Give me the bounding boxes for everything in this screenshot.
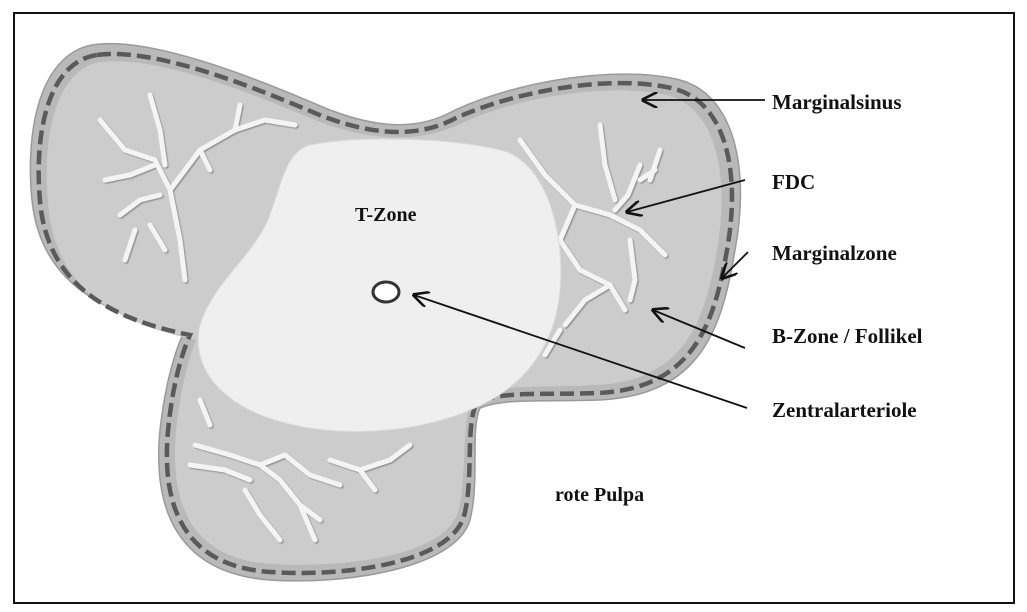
label-b-zone: B-Zone / Follikel [772,324,923,348]
label-zentralarteriole: Zentralarteriole [772,398,917,422]
label-rote-pulpa: rote Pulpa [555,484,644,506]
zentralarteriole-marker [373,282,399,302]
label-marginalzone: Marginalzone [772,241,897,265]
label-marginalsinus: Marginalsinus [772,90,902,114]
label-fdc: FDC [772,170,815,194]
label-t-zone: T-Zone [355,204,417,226]
